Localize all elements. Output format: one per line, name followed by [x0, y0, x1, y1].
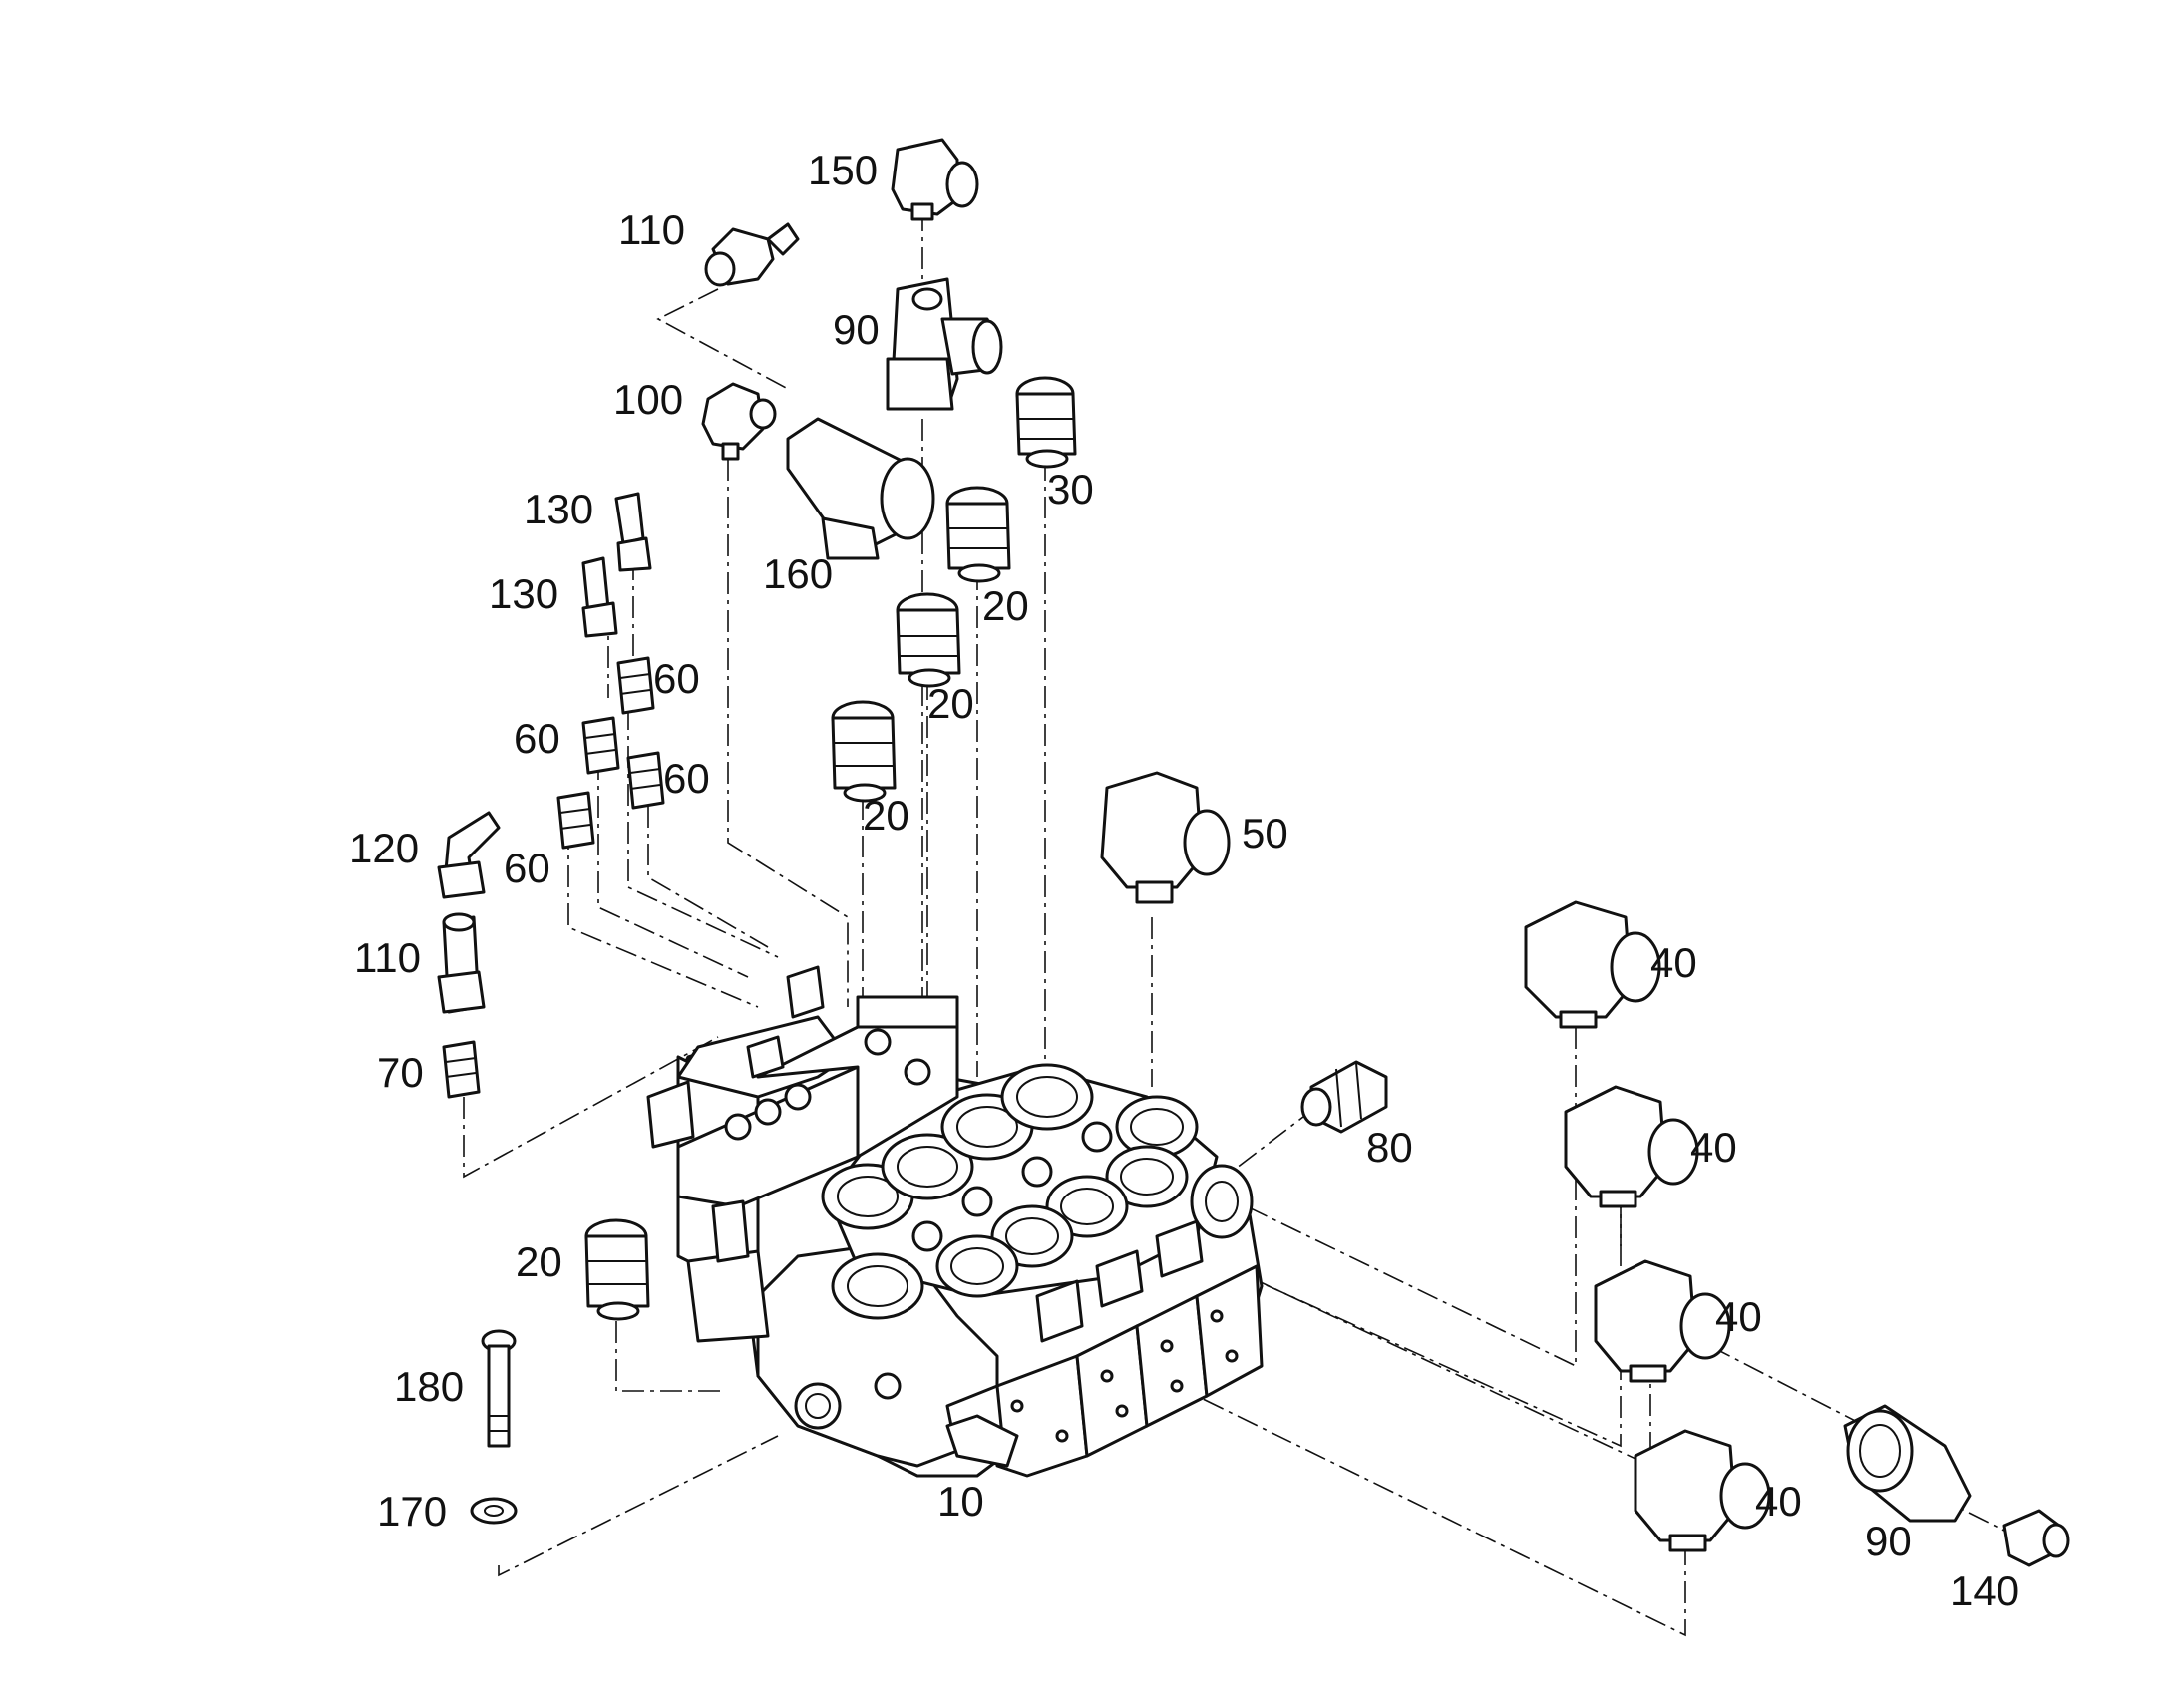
fitting-40-d	[1634, 1429, 1771, 1552]
label-110-left: 110	[354, 934, 421, 981]
assembly-lines	[463, 209, 2025, 1637]
fitting-100	[701, 382, 777, 461]
label-130-b: 130	[489, 570, 558, 617]
fitting-30	[1015, 376, 1077, 469]
fitting-20-c	[831, 700, 897, 803]
fitting-40-c	[1594, 1259, 1731, 1383]
label-140: 140	[1950, 1567, 2019, 1614]
label-130-a: 130	[524, 486, 593, 532]
fitting-50	[1100, 771, 1231, 904]
fitting-60-b	[581, 716, 620, 775]
label-110-top: 110	[618, 206, 685, 253]
label-60-a: 60	[653, 655, 700, 702]
label-40-a: 40	[1650, 939, 1697, 986]
fitting-80	[1300, 1060, 1388, 1134]
label-40-b: 40	[1690, 1124, 1737, 1171]
fitting-60-d	[556, 791, 595, 850]
fitting-60-c	[626, 751, 665, 810]
label-180: 180	[394, 1363, 464, 1410]
fitting-110-left	[437, 912, 486, 1014]
label-60-c: 60	[663, 755, 710, 802]
fitting-90-top	[886, 277, 1003, 411]
label-100: 100	[613, 376, 683, 423]
fitting-150	[891, 138, 979, 221]
fitting-120	[437, 811, 501, 899]
fitting-20-a	[945, 486, 1011, 583]
label-160: 160	[763, 550, 833, 597]
label-60-b: 60	[514, 715, 560, 762]
fitting-40-a	[1524, 900, 1661, 1029]
fitting-20-d	[584, 1218, 650, 1321]
label-40-c: 40	[1715, 1293, 1762, 1340]
fitting-130-a	[614, 492, 652, 572]
bolt-180	[481, 1329, 517, 1448]
label-10: 10	[937, 1478, 984, 1525]
label-80: 80	[1366, 1124, 1413, 1171]
part-labels: 150 110 90 100 30 130 160 20 130 20 60 6…	[349, 147, 2019, 1614]
label-120: 120	[349, 825, 419, 871]
label-90-right: 90	[1865, 1518, 1912, 1564]
label-150: 150	[808, 147, 878, 193]
label-20-c: 20	[863, 792, 909, 839]
label-30: 30	[1047, 466, 1094, 512]
label-20-b: 20	[927, 680, 974, 727]
valve-block-10	[646, 965, 1264, 1478]
label-70: 70	[377, 1049, 424, 1096]
fitting-160	[786, 417, 935, 560]
fitting-20-b	[896, 592, 961, 688]
label-50: 50	[1242, 810, 1288, 856]
fitting-130-b	[581, 556, 618, 638]
label-20-a: 20	[982, 582, 1029, 629]
label-60-d: 60	[504, 845, 550, 891]
label-40-d: 40	[1755, 1478, 1802, 1525]
washer-170	[470, 1497, 518, 1525]
fitting-90-right	[1843, 1404, 1972, 1523]
fitting-40-b	[1564, 1085, 1699, 1208]
label-20-d: 20	[516, 1238, 562, 1285]
fitting-110-top	[704, 222, 800, 287]
fitting-140	[2002, 1509, 2070, 1567]
label-170: 170	[377, 1488, 447, 1535]
fitting-70	[442, 1040, 481, 1099]
fitting-60-a	[616, 656, 655, 715]
label-90-top: 90	[833, 306, 880, 353]
